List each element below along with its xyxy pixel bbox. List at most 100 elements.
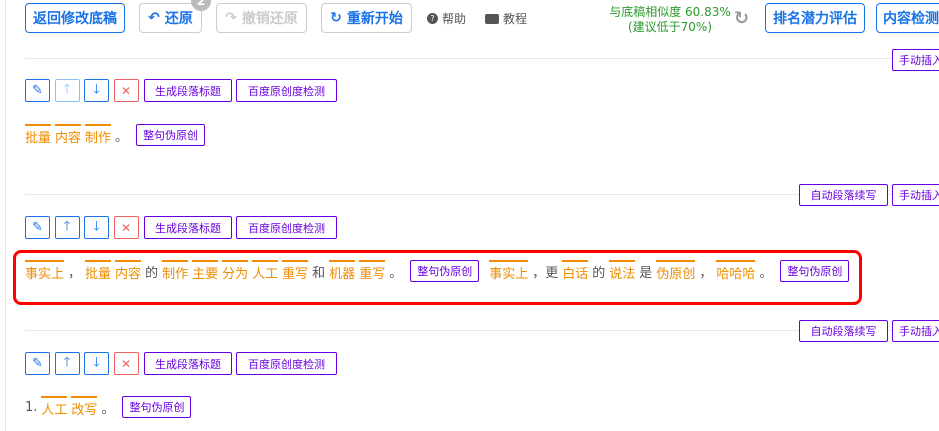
highlighted-word[interactable]: 人工 (41, 396, 68, 418)
rank-potential-button[interactable]: 排名潜力评估 (765, 3, 865, 33)
close-icon: ✕ (120, 220, 132, 235)
move-down-button[interactable]: 🡓 (84, 216, 109, 239)
delete-button[interactable]: ✕ (113, 216, 139, 239)
pencil-icon: ✎ (32, 220, 43, 235)
similarity-readout: 与底稿相似度 60.83%(建议低于70%) (590, 5, 750, 35)
refresh-icon: ↻ (330, 10, 342, 26)
video-icon (485, 13, 499, 24)
sentence-rewrite-button[interactable]: 整句伪原创 (410, 260, 480, 282)
divider (25, 330, 939, 331)
move-down-button[interactable]: 🡓 (84, 352, 109, 375)
delete-button[interactable]: ✕ (113, 79, 139, 102)
baidu-originality-button[interactable]: 百度原创度检测 (236, 79, 337, 102)
close-icon: ✕ (120, 356, 132, 371)
generate-title-button[interactable]: 生成段落标题 (144, 79, 232, 102)
divider (25, 58, 939, 59)
restart-label: 重新开始 (346, 11, 403, 27)
text-token: 的 (145, 265, 159, 281)
baidu-originality-button[interactable]: 百度原创度检测 (236, 216, 337, 239)
highlighted-word[interactable]: 制作 (85, 124, 112, 146)
move-up-button[interactable]: 🡑 (54, 352, 80, 375)
highlighted-word[interactable]: 人工 (252, 260, 279, 282)
help-label: 帮助 (442, 12, 467, 26)
close-icon: ✕ (120, 83, 132, 98)
manual-insert-button[interactable]: 手动插入 (892, 184, 939, 206)
back-to-draft-button[interactable]: 返回修改底稿 (25, 3, 125, 33)
highlighted-word[interactable]: 事实上 (489, 260, 529, 282)
similarity-value: 与底稿相似度 60.83% (609, 5, 731, 19)
text-token: 和 (312, 265, 326, 281)
generate-title-button[interactable]: 生成段落标题 (144, 216, 232, 239)
highlighted-word[interactable]: 机器 (329, 260, 356, 282)
tutorial-link[interactable]: 教程 (485, 10, 527, 27)
edit-button[interactable]: ✎ (25, 216, 50, 239)
sentence-rewrite-button[interactable]: 整句伪原创 (122, 396, 192, 418)
move-up-button[interactable]: 🡑 (54, 79, 80, 102)
move-up-button[interactable]: 🡑 (54, 216, 80, 239)
paragraph-text: 事实上，批量内容的制作主要分为人工重写和机器重写。整句伪原创事实上，更白话的说法… (25, 260, 859, 282)
arrow-up-icon: 🡑 (63, 354, 71, 370)
delete-button[interactable]: ✕ (113, 352, 139, 375)
highlighted-word[interactable]: 改写 (71, 396, 98, 418)
pencil-icon: ✎ (32, 83, 43, 98)
restart-button[interactable]: ↻重新开始 (321, 3, 412, 33)
divider (25, 194, 939, 195)
text-token: 是 (639, 265, 653, 281)
undo-label: 还原 (164, 11, 193, 27)
auto-continue-button[interactable]: 自动段落续写 (799, 184, 888, 206)
redo-button[interactable]: ↷撤销还原 (216, 3, 307, 33)
sentence-rewrite-button[interactable]: 整句伪原创 (136, 124, 206, 146)
highlighted-word[interactable]: 内容 (55, 124, 82, 146)
highlighted-word[interactable]: 制作 (162, 260, 189, 282)
highlighted-word[interactable]: 批量 (85, 260, 112, 282)
rank-label: 排名潜力评估 (773, 11, 857, 27)
edit-button[interactable]: ✎ (25, 79, 50, 102)
highlighted-word[interactable]: 主要 (192, 260, 219, 282)
selected-paragraph-highlight (13, 250, 862, 305)
arrow-up-icon: 🡑 (63, 81, 71, 97)
undo-icon: ↶ (148, 10, 160, 26)
undo-button[interactable]: ↶还原 (139, 3, 202, 33)
baidu-originality-button[interactable]: 百度原创度检测 (236, 352, 337, 375)
text-token: ，更 (532, 265, 559, 281)
move-down-button[interactable]: 🡓 (84, 79, 109, 102)
help-link[interactable]: ? 帮助 (427, 10, 466, 27)
arrow-down-icon: 🡓 (93, 218, 100, 234)
manual-insert-button[interactable]: 手动插入 (892, 320, 939, 342)
highlighted-word[interactable]: 哈哈哈 (716, 260, 756, 282)
auto-continue-button[interactable]: 自动段落续写 (799, 320, 888, 342)
highlighted-word[interactable]: 伪原创 (656, 260, 696, 282)
highlighted-word[interactable]: 重写 (359, 260, 386, 282)
highlighted-word[interactable]: 白话 (562, 260, 589, 282)
content-check-label: 内容检测 (883, 11, 939, 27)
text-token: ， (68, 265, 82, 281)
highlighted-word[interactable]: 批量 (25, 124, 52, 146)
text-token: 。 (115, 129, 129, 145)
generate-title-button[interactable]: 生成段落标题 (144, 352, 232, 375)
left-border (5, 0, 6, 431)
pencil-icon: ✎ (32, 356, 43, 371)
text-token: 。 (101, 401, 115, 417)
paragraph-text: 1.人工改写。整句伪原创 (25, 396, 201, 418)
undo-count-badge: 2 (191, 0, 211, 11)
similarity-hint: (建议低于70%) (627, 20, 713, 34)
arrow-down-icon: 🡓 (93, 354, 100, 370)
back-label: 返回修改底稿 (33, 11, 117, 27)
text-token: 的 (592, 265, 606, 281)
highlighted-word[interactable]: 分为 (222, 260, 249, 282)
question-icon: ? (427, 13, 438, 24)
redo-icon: ↷ (225, 10, 237, 26)
refresh-similarity-icon[interactable]: ↻ (734, 8, 750, 29)
tutorial-label: 教程 (503, 12, 528, 26)
highlighted-word[interactable]: 内容 (115, 260, 142, 282)
highlighted-word[interactable]: 重写 (282, 260, 309, 282)
content-check-button[interactable]: 内容检测 (876, 3, 939, 33)
text-token: ， (699, 265, 713, 281)
text-token: 。 (389, 265, 403, 281)
edit-button[interactable]: ✎ (25, 352, 50, 375)
highlighted-word[interactable]: 说法 (609, 260, 636, 282)
highlighted-word[interactable]: 事实上 (25, 260, 65, 282)
manual-insert-button[interactable]: 手动插入 (892, 49, 939, 71)
arrow-up-icon: 🡑 (63, 218, 71, 234)
sentence-rewrite-button[interactable]: 整句伪原创 (780, 260, 850, 282)
